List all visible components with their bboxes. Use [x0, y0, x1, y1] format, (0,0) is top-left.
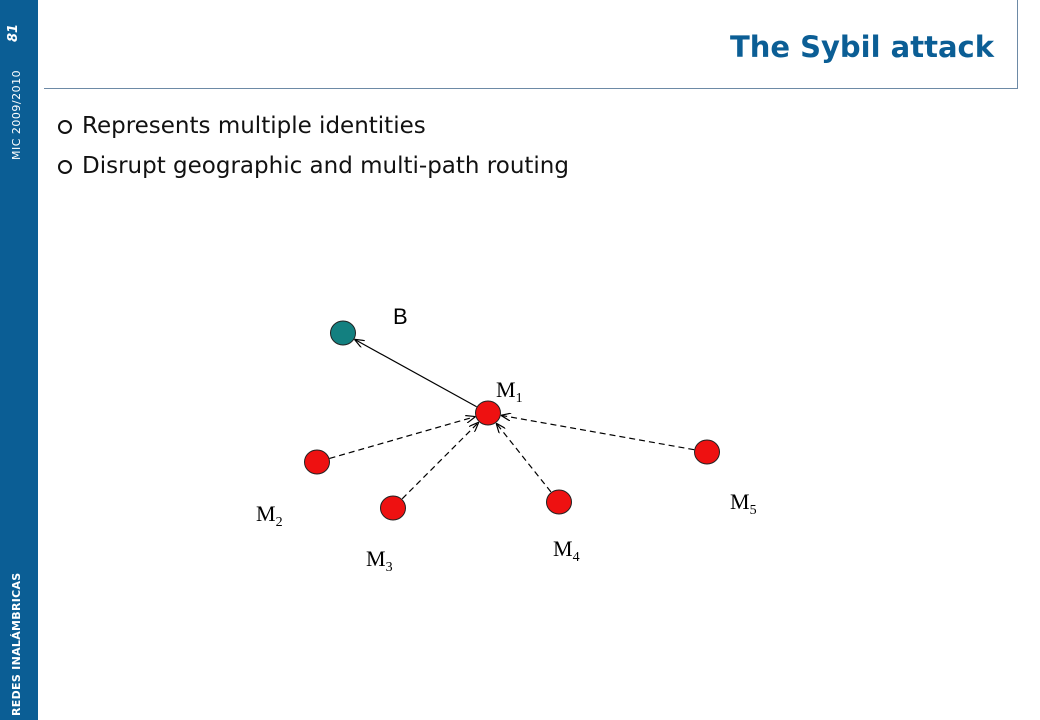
bullet-item: Represents multiple identities	[58, 106, 569, 146]
node-m4	[546, 489, 572, 515]
node-m3	[380, 495, 406, 521]
edge-m4-to-m1	[497, 424, 552, 493]
bullet-circle-icon	[58, 160, 72, 174]
title-divider	[44, 88, 1018, 89]
node-b	[330, 320, 356, 346]
node-label-b: B	[393, 304, 408, 329]
node-label-m4: M4	[553, 536, 580, 565]
bullet-item: Disrupt geographic and multi-path routin…	[58, 146, 569, 186]
edge-m5-to-m1	[502, 415, 695, 451]
edge-m2-to-m1	[329, 417, 474, 459]
bullet-list: Represents multiple identities Disrupt g…	[58, 106, 569, 186]
node-m5	[694, 439, 720, 465]
sidebar: 81 MIC 2009/2010 REDES INALÁMBRICAS	[0, 0, 38, 720]
slide-title: The Sybil attack	[729, 30, 994, 64]
bullet-text: Disrupt geographic and multi-path routin…	[82, 153, 569, 179]
node-label-m1: M1	[496, 377, 523, 406]
title-divider-vertical	[1017, 0, 1018, 89]
edge-m1-to-b	[355, 340, 477, 408]
node-label-m3: M3	[366, 546, 393, 575]
node-label-m2: M2	[256, 501, 283, 530]
node-m1	[475, 400, 501, 426]
bullet-text: Represents multiple identities	[82, 113, 426, 139]
bullet-circle-icon	[58, 120, 72, 134]
node-m2	[304, 449, 330, 475]
edge-m3-to-m1	[401, 423, 478, 500]
node-label-m5: M5	[730, 489, 757, 518]
